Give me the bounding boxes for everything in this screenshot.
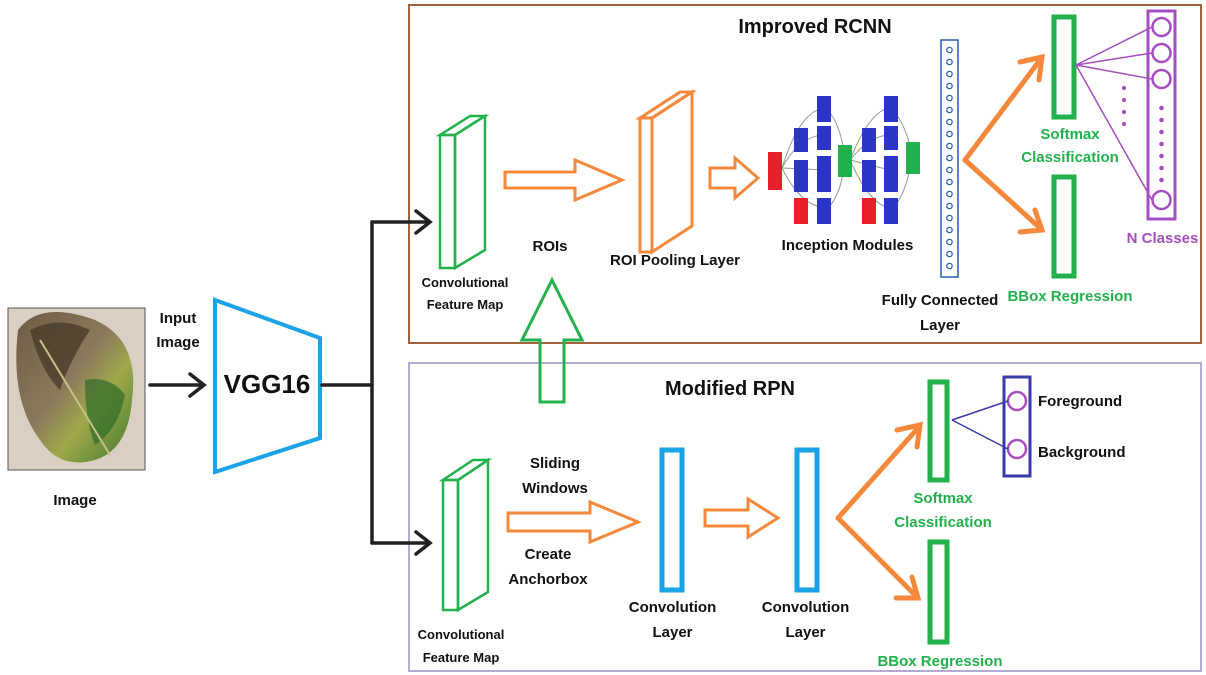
conv2-label-1: Convolution [761,599,850,616]
vgg16-label: VGG16 [223,369,311,399]
background-label: Background [1038,444,1126,461]
rpn-softmax-label-2: Classification [894,514,992,531]
anchor-label-1: Create [524,546,572,563]
rois-label: ROIs [532,238,568,255]
rcnn-feature-map-label-1: Convolutional [421,275,509,290]
rpn-panel [408,362,1202,672]
n-classes-label: N Classes [1126,230,1199,247]
rpn-bbox-label: BBox Regression [877,653,1003,670]
fc-label-1: Fully Connected [881,292,999,309]
input-image-label-line1: Input [159,310,197,327]
inception-label: Inception Modules [781,237,914,254]
conv1-label-2: Layer [652,624,693,641]
rcnn-bbox-label: BBox Regression [1007,288,1133,305]
roi-pooling-label: ROI Pooling Layer [609,252,741,269]
rpn-softmax-label-1: Softmax [913,490,973,507]
rcnn-softmax-label-2: Classification [1021,149,1119,166]
rpn-title: Modified RPN [665,378,795,400]
conv2-label-2: Layer [785,624,826,641]
rcnn-softmax-label-1: Softmax [1040,126,1100,143]
sliding-label-1: Sliding [530,455,580,472]
rcnn-panel [408,4,1202,344]
input-image-label-line2: Image [156,334,200,351]
anchor-label-2: Anchorbox [508,571,588,588]
foreground-label: Foreground [1038,393,1123,410]
fc-label-2: Layer [919,317,961,334]
rcnn-title: Improved RCNN [738,16,892,38]
rpn-feature-map-label-1: Convolutional [417,627,505,642]
rcnn-feature-map-label-2: Feature Map [426,297,504,312]
image-caption: Image [53,492,97,509]
sliding-label-2: Windows [522,480,588,497]
conv1-label-1: Convolution [628,599,717,616]
rpn-feature-map-label-2: Feature Map [422,650,500,665]
